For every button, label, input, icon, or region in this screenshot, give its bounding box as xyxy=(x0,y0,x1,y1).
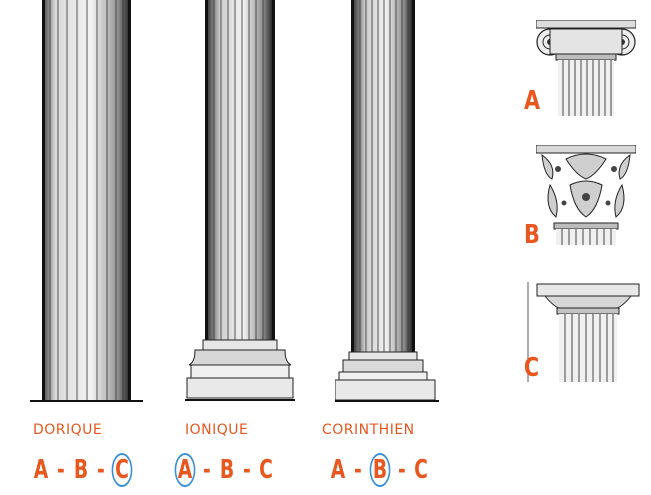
answer-separator: - xyxy=(243,455,251,485)
answer-separator: - xyxy=(398,455,406,485)
column-name-ionique: IONIQUE xyxy=(185,422,248,438)
answer-separator: - xyxy=(97,455,105,485)
answer-row-ionique: A - B - C xyxy=(172,453,277,487)
capital-label-a: A xyxy=(524,86,540,116)
answer-row-dorique: A - B - C xyxy=(30,453,135,487)
answer-option-b: B xyxy=(72,455,90,485)
corinthian-capital-illustration xyxy=(536,145,636,245)
answer-option-b: B xyxy=(218,455,236,485)
answer-option-b-circled: B xyxy=(369,453,390,487)
answer-option-c-circled: C xyxy=(112,453,133,487)
answer-separator: - xyxy=(57,455,65,485)
capital-label-b: B xyxy=(524,220,540,250)
answer-separator: - xyxy=(203,455,211,485)
ionic-column-illustration xyxy=(185,0,295,405)
doric-capital-illustration xyxy=(527,282,642,382)
column-name-corinthien: CORINTHIEN xyxy=(322,422,415,438)
answer-option-c: C xyxy=(413,455,431,485)
answer-option-a: A xyxy=(32,455,50,485)
ionic-capital-illustration xyxy=(536,20,636,116)
answer-option-c: C xyxy=(258,455,276,485)
answer-option-a-circled: A xyxy=(175,453,196,487)
corinthian-column-illustration xyxy=(335,0,440,405)
doric-column-illustration xyxy=(30,0,145,405)
column-name-dorique: DORIQUE xyxy=(33,422,102,438)
answer-row-corinthien: A - B - C xyxy=(327,453,432,487)
answer-separator: - xyxy=(354,455,362,485)
capital-label-c: C xyxy=(524,353,539,383)
answer-option-a: A xyxy=(329,455,347,485)
